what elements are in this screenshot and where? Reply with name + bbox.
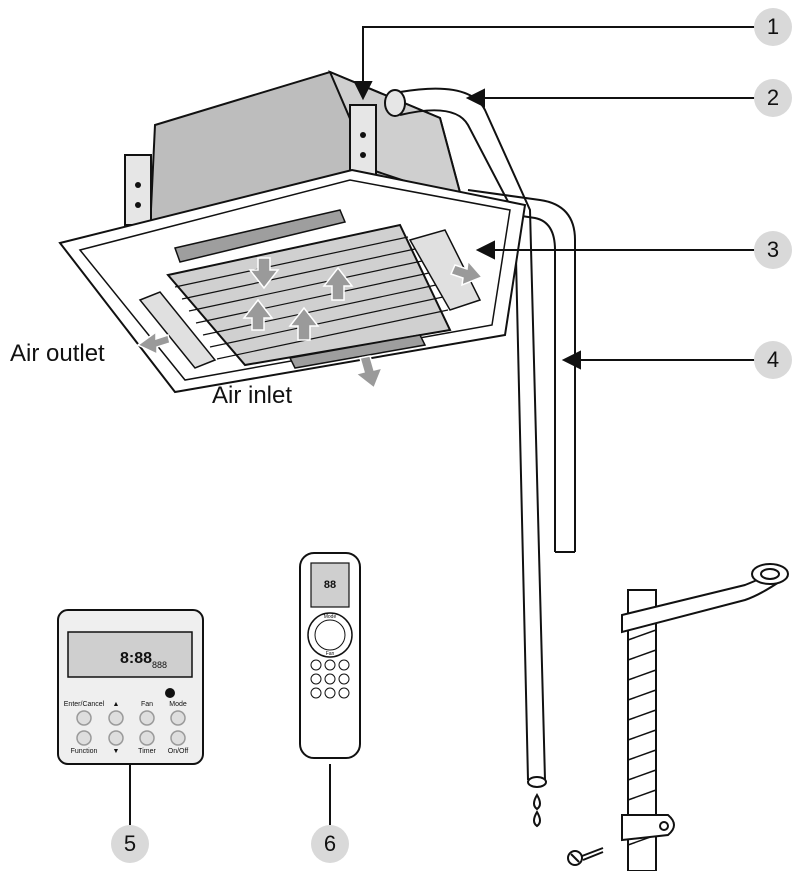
screw-icon [567,847,604,866]
remote-dial-mode: Mode [324,614,337,620]
remote-display-digits: 88 [324,579,336,591]
remote-controller: 88 Mode Fan [299,552,361,759]
inlet-arrow [288,306,320,341]
inlet-arrow [322,266,354,301]
inlet-arrow [242,298,274,331]
airflow-arrows [136,257,484,390]
btn-label-function: Function [71,748,98,755]
callout-4: 4 [754,341,792,379]
outlet-arrow [136,330,171,356]
outlet-arrow [449,259,484,287]
callout-5: 5 [111,825,149,863]
outlet-slot [174,209,347,263]
callout-leaders [129,26,758,825]
water-drops [533,793,541,828]
btn-label-up: ▲ [113,701,120,708]
wired-controller: 8:88 888 Enter/Cancel ▲ Fan Mode Functio… [57,609,204,765]
remote-display [310,562,350,608]
callout-3: 3 [754,231,792,269]
remote-dial-fan: Fan [326,651,335,657]
callout-1: 1 [754,8,792,46]
btn-label-fan: Fan [141,701,153,708]
front-panel [58,168,527,394]
air-inlet-label: Air inlet [212,382,293,409]
btn-label-mode: Mode [169,701,187,708]
inlet-grille [166,223,452,367]
outlet-slot [138,291,217,369]
outlet-slot [288,334,427,369]
controller-display-temp: 888 [152,660,167,670]
wall-pipe-assembly [567,563,789,872]
btn-label-on-off: On/Off [168,748,189,755]
controller-display-time: 8:88 [120,650,152,667]
btn-label-down: ▼ [113,748,120,755]
refrigerant-pipes [399,87,547,788]
btn-label-enter-cancel: Enter/Cancel [64,701,105,708]
btn-label-timer: Timer [138,748,156,755]
callout-6: 6 [311,825,349,863]
inlet-arrow [248,257,280,290]
outlet-arrow [354,355,384,390]
controller-display [67,631,193,678]
air-outlet-label: Air outlet [10,340,105,367]
callout-2: 2 [754,79,792,117]
pipe-clamp-bottom [621,814,675,842]
outlet-slot [408,229,482,311]
